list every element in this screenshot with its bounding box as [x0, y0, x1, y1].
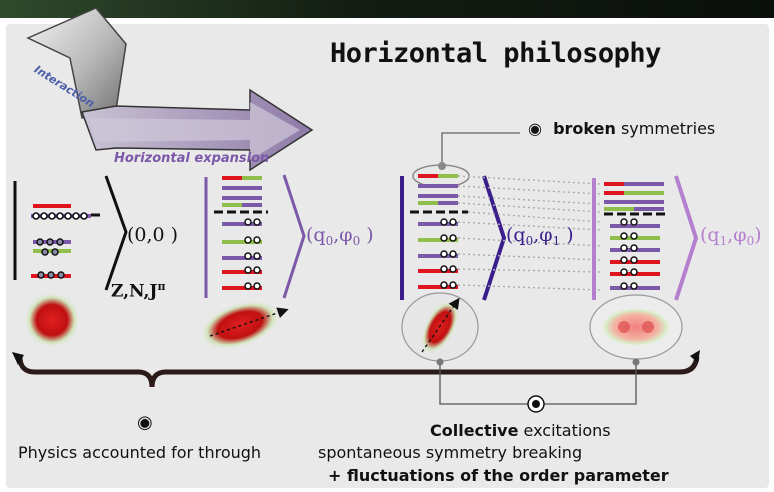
quantum-numbers-text: Z,N,J: [111, 281, 158, 302]
physics-text: Physics accounted for through: [18, 443, 262, 462]
ket2-phi-sub: 0: [352, 234, 361, 248]
top-bar: [0, 0, 774, 18]
horizontal-expansion-arrow: [26, 7, 314, 172]
state-vibrational: [589, 175, 699, 360]
ket-label-1: (0,0 ): [127, 224, 179, 246]
bottom-brace: [17, 356, 700, 388]
broken-symmetries-label: ◉ broken symmetries: [528, 119, 715, 138]
slide-title: Horizontal philosophy: [330, 38, 661, 69]
collective-word: Collective: [430, 421, 519, 440]
ket3-q-sub: 0: [525, 234, 534, 248]
parity-superscript: π: [157, 280, 166, 293]
ket-label-3: (q0,φ1 ): [506, 224, 574, 248]
ket2-q-sub: 0: [325, 234, 334, 248]
level-correlation-lines: [457, 175, 601, 291]
ket3-phi-sub: 1: [552, 234, 561, 248]
bullet-icon: ◉: [528, 119, 542, 138]
horizontal-expansion-label: Horizontal expansion: [114, 151, 270, 166]
ket3-q: q: [513, 224, 526, 246]
ket2-q: q: [313, 224, 326, 246]
nucleus-vibrational: [600, 307, 672, 347]
broken-symmetries-connector: [441, 132, 520, 164]
nucleus-spherical: [24, 292, 80, 348]
ket4-q-sub: 1: [719, 234, 728, 248]
broken-word: broken: [553, 119, 616, 138]
state-spherical: [13, 175, 128, 348]
ket3-phi: φ: [539, 224, 553, 246]
ket2-phi: φ: [339, 224, 353, 246]
slide-panel: [6, 24, 769, 488]
excitations-word: excitations: [518, 421, 611, 440]
ssb-text: spontaneous symmetry breaking: [318, 443, 583, 462]
ket4-q: q: [707, 224, 720, 246]
state-deformed: [199, 174, 306, 350]
ket-label-4: (q1,φ0): [700, 224, 762, 248]
state-rotated: [400, 164, 507, 362]
collective-label: Collective excitations: [430, 421, 611, 440]
quantum-numbers-label: Z,N,Jπ: [111, 280, 166, 302]
physics-bullet-icon: ◉: [137, 412, 153, 433]
fluctuations-text: + fluctuations of the order parameter: [328, 466, 669, 485]
ket-label-2: (q0,φ0 ): [306, 224, 374, 248]
ket4-phi: φ: [733, 224, 747, 246]
symmetries-word: symmetries: [615, 119, 716, 138]
ket4-phi-sub: 0: [746, 234, 755, 248]
ket1-q: 0,0: [134, 224, 165, 246]
